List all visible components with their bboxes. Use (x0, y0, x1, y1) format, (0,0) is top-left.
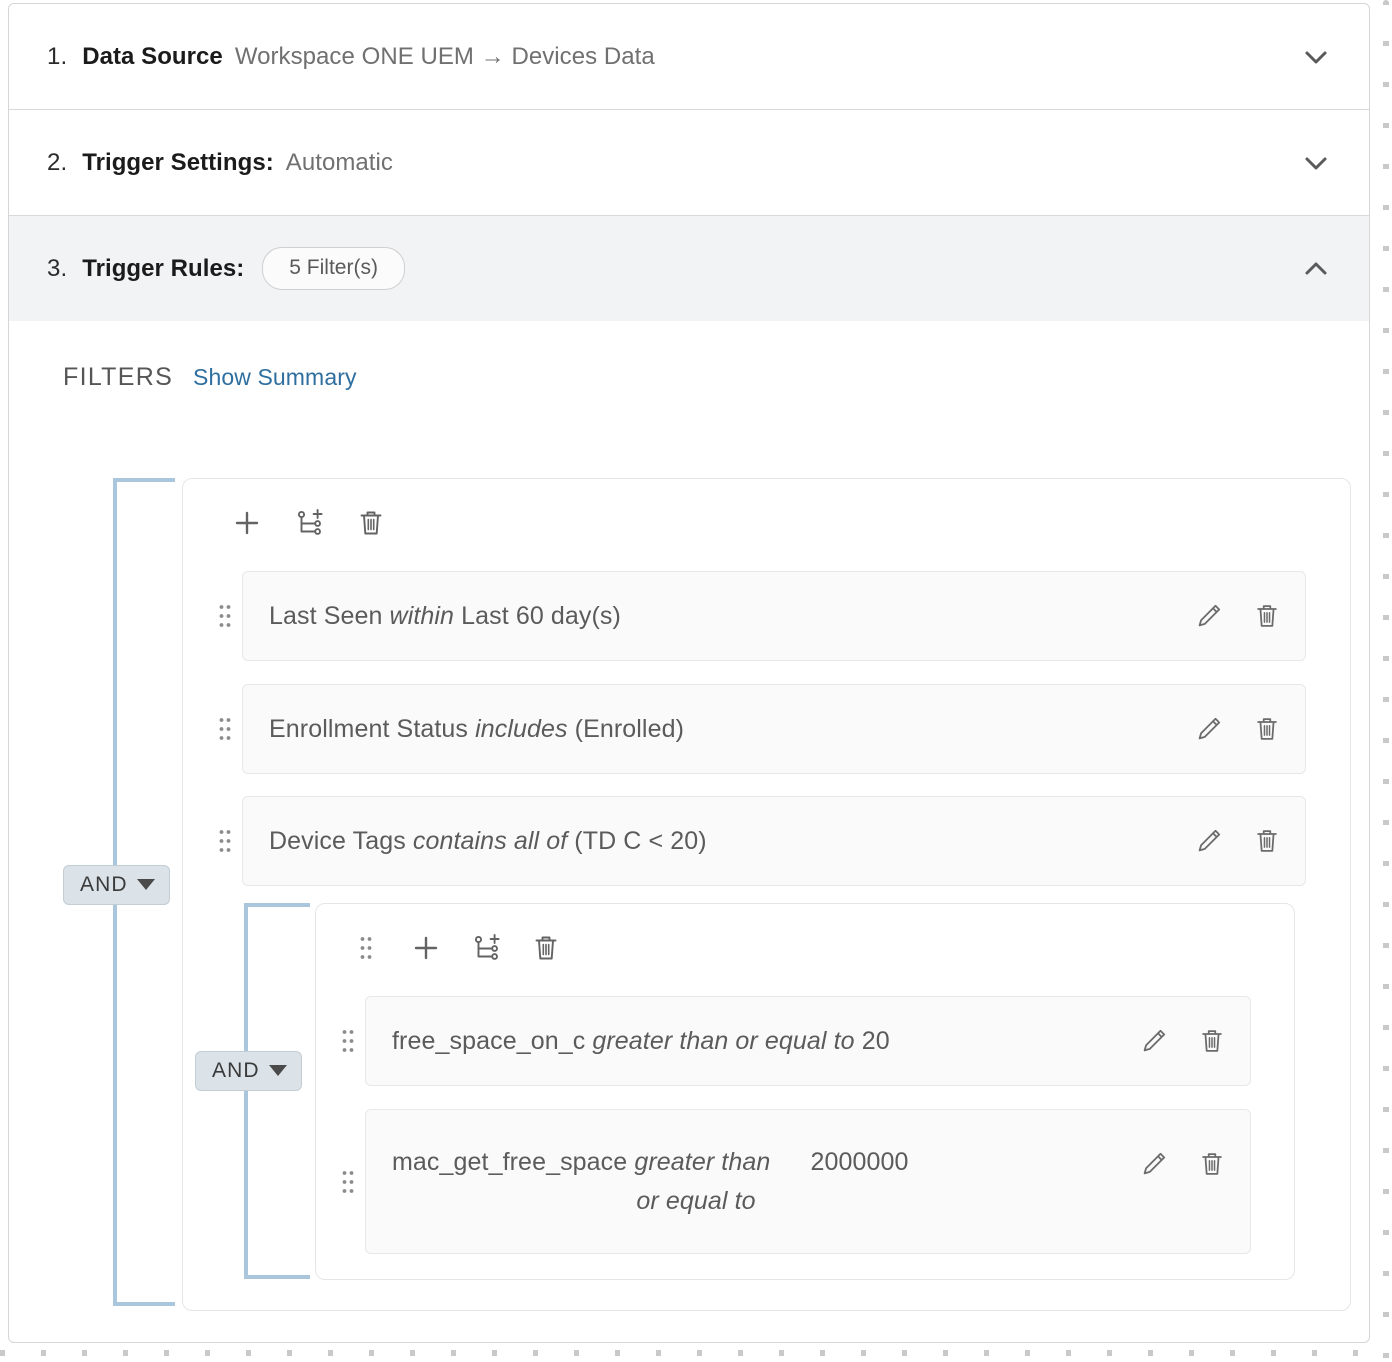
filter-expression: Device Tags contains all of (TD C < 20) (269, 822, 1175, 861)
add-filter-button[interactable] (408, 930, 444, 966)
filter-row-actions (1175, 713, 1283, 745)
filter-expression: mac_get_free_space greater than 2000000 … (392, 1143, 1120, 1221)
section-subtitle: Workspace ONE UEM → Devices Data (234, 42, 655, 70)
filter-field: Enrollment Status (269, 714, 469, 743)
caret-down-icon (136, 879, 155, 890)
delete-group-button[interactable] (353, 505, 389, 541)
filter-row-box[interactable]: Enrollment Status includes (Enrolled) (242, 684, 1306, 774)
section-subtitle: Automatic (285, 148, 393, 176)
add-filter-button[interactable] (229, 505, 265, 541)
filter-row-box[interactable]: Last Seen within Last 60 day(s) (242, 571, 1306, 661)
outer-group-box: Last Seen within Last 60 day(s) (182, 478, 1351, 1311)
filter-count-badge: 5 Filter(s) (262, 247, 405, 290)
add-group-button[interactable] (291, 505, 327, 541)
drag-handle-icon[interactable] (331, 996, 365, 1086)
section-header-trigger-rules[interactable]: 3. Trigger Rules: 5 Filter(s) (9, 216, 1369, 321)
filter-expression: free_space_on_c greater than or equal to… (392, 1022, 1120, 1061)
section-number: 1. (47, 42, 68, 70)
edit-icon[interactable] (1193, 825, 1225, 857)
wizard-card: 1. Data Source Workspace ONE UEM → Devic… (8, 3, 1370, 1343)
filter-row: Last Seen within Last 60 day(s) (208, 571, 1306, 661)
filter-field: Device Tags (269, 826, 406, 855)
right-edge-dash-marker (1383, 0, 1389, 1362)
trash-icon[interactable] (1251, 825, 1283, 857)
filter-row-actions (1120, 1110, 1228, 1180)
chevron-down-icon[interactable] (1299, 40, 1333, 74)
filter-operator: within (389, 601, 455, 630)
delete-group-button[interactable] (528, 930, 564, 966)
filter-value: (Enrolled) (574, 714, 685, 743)
trash-icon[interactable] (1251, 713, 1283, 745)
filter-row-box[interactable]: free_space_on_c greater than or equal to… (365, 996, 1251, 1086)
filter-row: Enrollment Status includes (Enrolled) (208, 684, 1306, 774)
filter-value: 2000000 (810, 1147, 909, 1176)
section-trigger-settings: 2. Trigger Settings: Automatic (9, 110, 1369, 216)
edit-icon[interactable] (1193, 713, 1225, 745)
filter-value: Last 60 day(s) (461, 601, 621, 630)
filter-field: free_space_on_c (392, 1026, 586, 1055)
drag-handle-icon[interactable] (208, 796, 242, 886)
section-title: Trigger Rules: (82, 254, 245, 282)
filter-row: mac_get_free_space greater than 2000000 … (331, 1109, 1251, 1254)
section-title: Data Source (82, 42, 223, 70)
filters-body: FILTERS Show Summary AND (9, 321, 1369, 1341)
group-drag-handle[interactable] (348, 930, 384, 966)
filter-operator: greater than or equal to (592, 1026, 855, 1055)
filter-operator-line1: greater than (634, 1147, 771, 1176)
outer-group-toolbar (183, 479, 1350, 541)
section-data-source: 1. Data Source Workspace ONE UEM → Devic… (9, 4, 1369, 110)
filter-row-box[interactable]: Device Tags contains all of (TD C < 20) (242, 796, 1306, 886)
filter-operator-line2: or equal to (636, 1186, 756, 1215)
edit-icon[interactable] (1138, 1025, 1170, 1057)
trash-icon[interactable] (1196, 1025, 1228, 1057)
bottom-edge-dash-marker (0, 1350, 1392, 1356)
filter-expression: Enrollment Status includes (Enrolled) (269, 710, 1175, 749)
trash-icon[interactable] (1251, 600, 1283, 632)
filter-value: (TD C < 20) (574, 826, 707, 855)
filter-row-actions (1175, 825, 1283, 857)
filters-header: FILTERS Show Summary (9, 363, 1369, 392)
filter-field: Last Seen (269, 601, 383, 630)
drag-handle-icon[interactable] (331, 1109, 365, 1254)
section-number: 3. (47, 254, 68, 282)
filter-row-actions (1175, 600, 1283, 632)
filters-label: FILTERS (63, 363, 174, 391)
section-title: Trigger Settings: (82, 148, 274, 176)
filter-operator: includes (475, 714, 568, 743)
add-group-button[interactable] (468, 930, 504, 966)
trash-icon[interactable] (1196, 1148, 1228, 1180)
edit-icon[interactable] (1138, 1148, 1170, 1180)
connector-label: AND (212, 1059, 260, 1082)
inner-group-connector-bracket (244, 903, 310, 1279)
inner-group-box: free_space_on_c greater than or equal to… (315, 903, 1295, 1280)
section-header-trigger-settings[interactable]: 2. Trigger Settings: Automatic (9, 110, 1369, 215)
caret-down-icon (268, 1065, 287, 1076)
section-number: 2. (47, 148, 68, 176)
filter-row: Device Tags contains all of (TD C < 20) (208, 796, 1306, 886)
show-summary-link[interactable]: Show Summary (193, 364, 357, 390)
drag-handle-icon[interactable] (208, 571, 242, 661)
filter-row-box[interactable]: mac_get_free_space greater than 2000000 … (365, 1109, 1251, 1254)
chevron-up-icon[interactable] (1299, 252, 1333, 286)
outer-group-and-connector[interactable]: AND (63, 865, 170, 905)
section-trigger-rules: 3. Trigger Rules: 5 Filter(s) FILTERS Sh… (9, 216, 1369, 1341)
section-header-data-source[interactable]: 1. Data Source Workspace ONE UEM → Devic… (9, 4, 1369, 109)
edit-icon[interactable] (1193, 600, 1225, 632)
connector-label: AND (80, 873, 128, 896)
filter-row-actions (1120, 1025, 1228, 1057)
filter-operator: contains all of (412, 826, 568, 855)
filter-row: free_space_on_c greater than or equal to… (331, 996, 1251, 1086)
filter-expression: Last Seen within Last 60 day(s) (269, 597, 1175, 636)
filter-field: mac_get_free_space (392, 1147, 628, 1176)
inner-group-and-connector[interactable]: AND (195, 1051, 302, 1091)
inner-group-toolbar (316, 904, 1294, 966)
chevron-down-icon[interactable] (1299, 146, 1333, 180)
drag-handle-icon[interactable] (208, 684, 242, 774)
filter-value: 20 (861, 1026, 890, 1055)
